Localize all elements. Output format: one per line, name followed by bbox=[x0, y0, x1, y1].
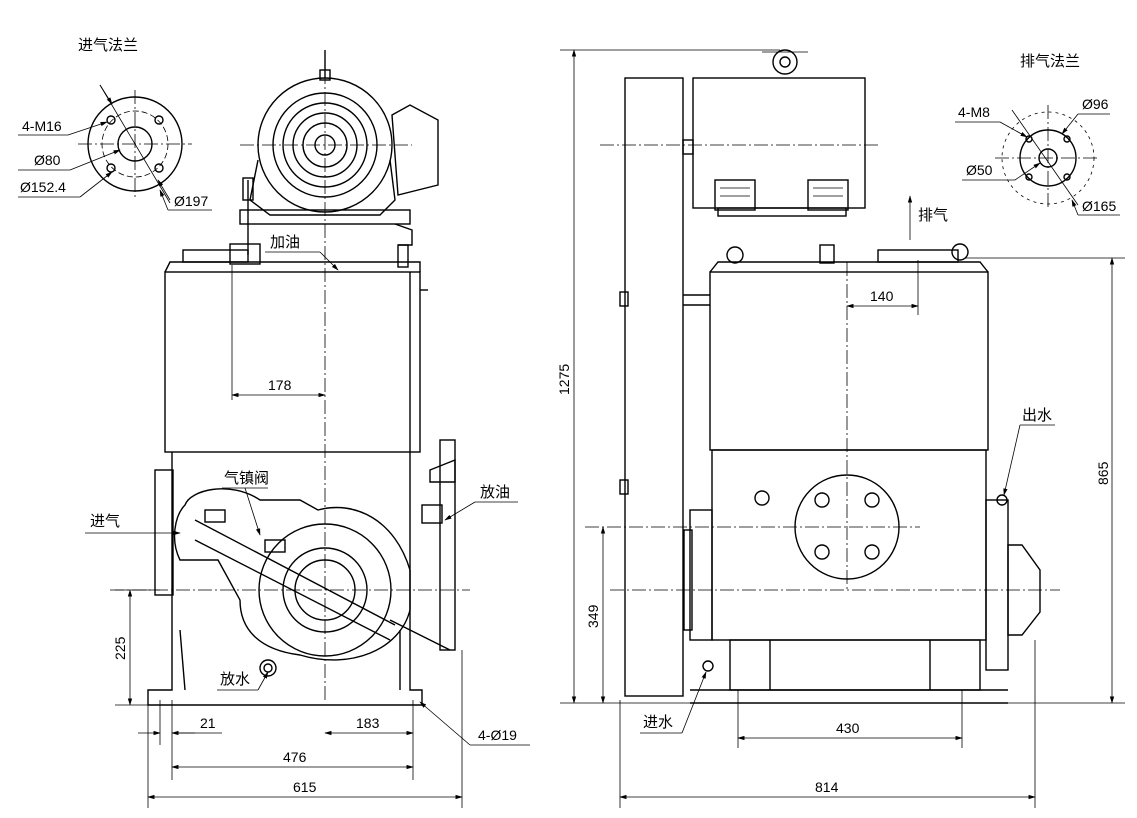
dim-overall-height: 1275 bbox=[556, 364, 572, 395]
front-view-dimensions: 178 225 21 183 476 615 4-Ø19 bbox=[112, 265, 530, 808]
inlet-pitch-diameter-label: Ø152.4 bbox=[20, 179, 66, 195]
water-inlet-label: 进水 bbox=[643, 714, 673, 731]
outlet-flange-detail: 排气法兰 4-M8 Ø96 Ø50 Ø165 bbox=[955, 53, 1120, 216]
inlet-flange-detail: 进气法兰 4-M16 Ø80 Ø152.4 Ø197 bbox=[18, 37, 212, 211]
dim-anchor-span: 476 bbox=[283, 749, 307, 765]
dim-overall-width: 615 bbox=[293, 779, 317, 795]
inlet-inner-diameter-label: Ø80 bbox=[34, 152, 61, 168]
dim-foot-span: 430 bbox=[836, 720, 860, 736]
dim-inlet-height-side: 349 bbox=[585, 604, 601, 628]
gas-ballast-valve-label: 气镇阀 bbox=[224, 470, 269, 487]
outlet-pitch-diameter-label: Ø165 bbox=[1082, 198, 1116, 214]
outlet-bolts-label: 4-M8 bbox=[958, 104, 990, 120]
inlet-outer-diameter-label: Ø197 bbox=[174, 193, 208, 209]
outlet-inner-diameter-label: Ø50 bbox=[966, 162, 993, 178]
dim-inlet-height: 225 bbox=[112, 636, 128, 660]
dim-overall-length: 814 bbox=[815, 779, 839, 795]
outlet-outer-diameter-label: Ø96 bbox=[1082, 96, 1109, 112]
dim-foot-width: 21 bbox=[200, 715, 216, 731]
exhaust-label: 排气 bbox=[918, 207, 948, 224]
dim-foot-offset: 183 bbox=[356, 715, 380, 731]
pump-side-view bbox=[585, 49, 1060, 704]
inlet-bolts-label: 4-M16 bbox=[22, 118, 62, 134]
oil-drain-label: 放油 bbox=[480, 484, 510, 501]
dim-anchor-holes: 4-Ø19 bbox=[478, 727, 517, 743]
outlet-flange-title: 排气法兰 bbox=[1020, 53, 1080, 70]
front-view-labels: 加油 气镇阀 进气 放油 放水 bbox=[85, 234, 518, 691]
gas-inlet-label: 进气 bbox=[90, 513, 120, 530]
inlet-flange-title: 进气法兰 bbox=[78, 37, 138, 54]
dim-water-outlet-height: 865 bbox=[1095, 461, 1111, 485]
side-view-dimensions: 1275 140 865 349 430 814 bbox=[556, 49, 1125, 808]
side-view-labels: 排气 出水 进水 bbox=[640, 195, 1055, 734]
water-drain-label: 放水 bbox=[220, 671, 250, 688]
water-outlet-label: 出水 bbox=[1022, 407, 1052, 424]
pump-front-view bbox=[110, 50, 470, 706]
dim-exhaust-offset: 140 bbox=[870, 288, 894, 304]
oil-fill-label: 加油 bbox=[270, 234, 300, 251]
dim-oil-fill-offset: 178 bbox=[268, 377, 292, 393]
